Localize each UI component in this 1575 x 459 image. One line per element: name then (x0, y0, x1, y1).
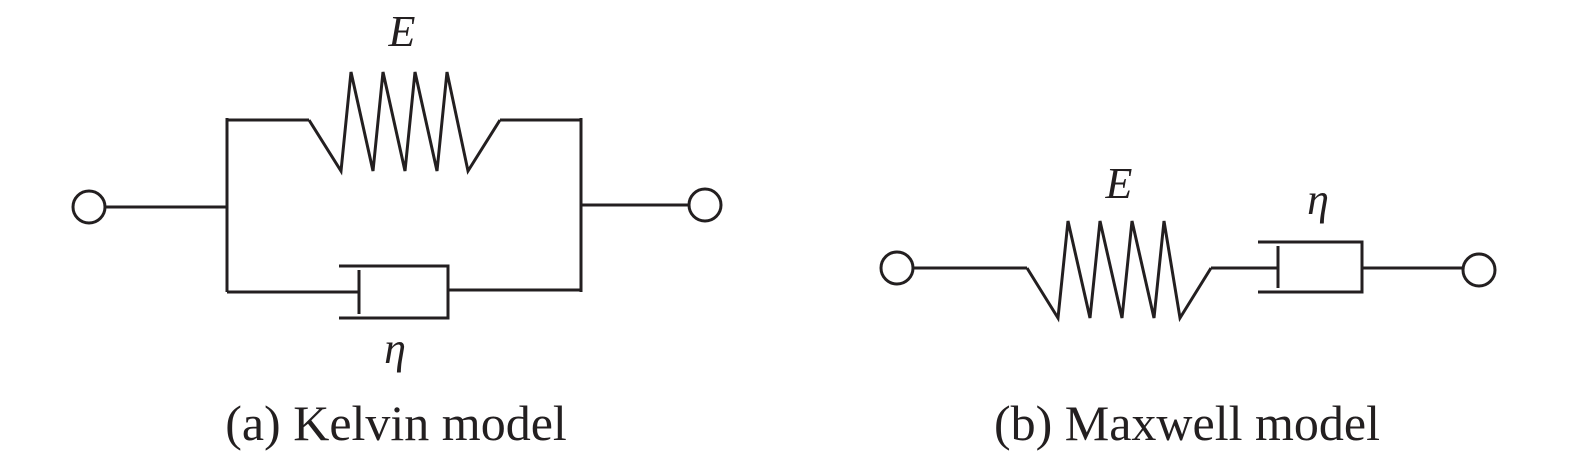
kelvin-spring (307, 71, 502, 176)
kelvin-dashpot-cylinder (339, 264, 450, 320)
maxwell-model: E η (b) Maxwell model (879, 159, 1497, 451)
maxwell-left-terminal (879, 250, 915, 286)
kelvin-dashpot-label: η (384, 324, 406, 373)
kelvin-caption: (a) Kelvin model (225, 395, 567, 451)
kelvin-spring-label: E (388, 7, 416, 56)
maxwell-spring (1025, 220, 1213, 323)
maxwell-dashpot-label: η (1307, 175, 1329, 224)
kelvin-right-terminal (687, 187, 723, 223)
kelvin-left-terminal (71, 189, 107, 225)
maxwell-spring-label: E (1105, 159, 1133, 208)
maxwell-right-terminal (1461, 252, 1497, 288)
kelvin-model: E η (a) Kelvin model (71, 7, 723, 451)
maxwell-caption: (b) Maxwell model (994, 395, 1380, 451)
